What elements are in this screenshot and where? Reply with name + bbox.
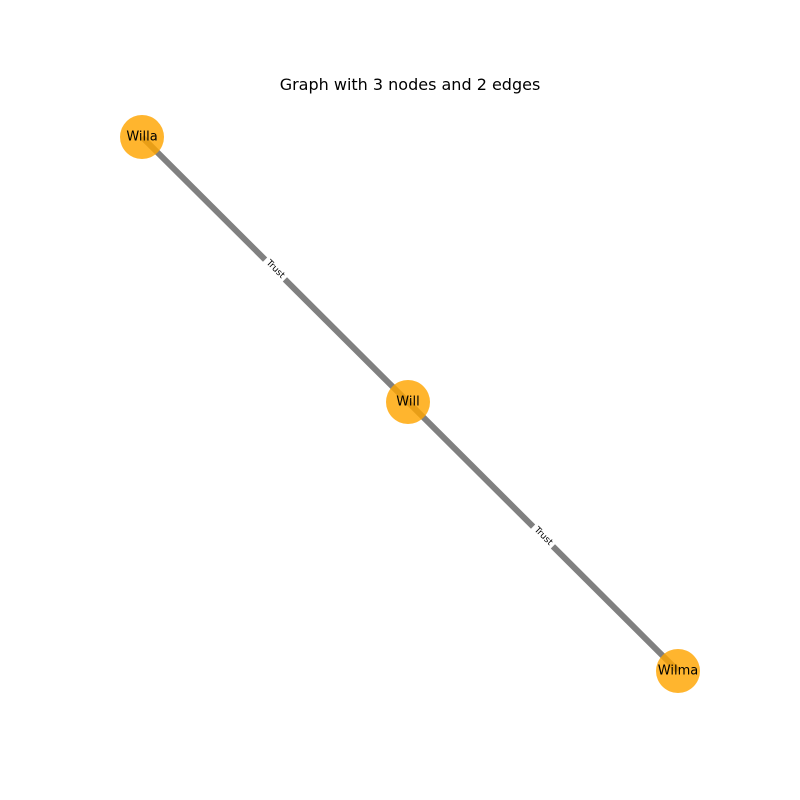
node-label-willa: Willa (126, 130, 157, 145)
node-will (386, 380, 430, 424)
edge-label-group: Trust (528, 522, 558, 551)
node-wilma (656, 649, 700, 693)
node-label-wilma: Wilma (658, 664, 698, 679)
graph-title: Graph with 3 nodes and 2 edges (280, 75, 541, 94)
node-willa (120, 115, 164, 159)
edge-label-background (528, 522, 558, 551)
edge-label-background (260, 255, 290, 284)
edge-label-group: Trust (260, 255, 290, 284)
node-label-will: Will (396, 395, 419, 410)
